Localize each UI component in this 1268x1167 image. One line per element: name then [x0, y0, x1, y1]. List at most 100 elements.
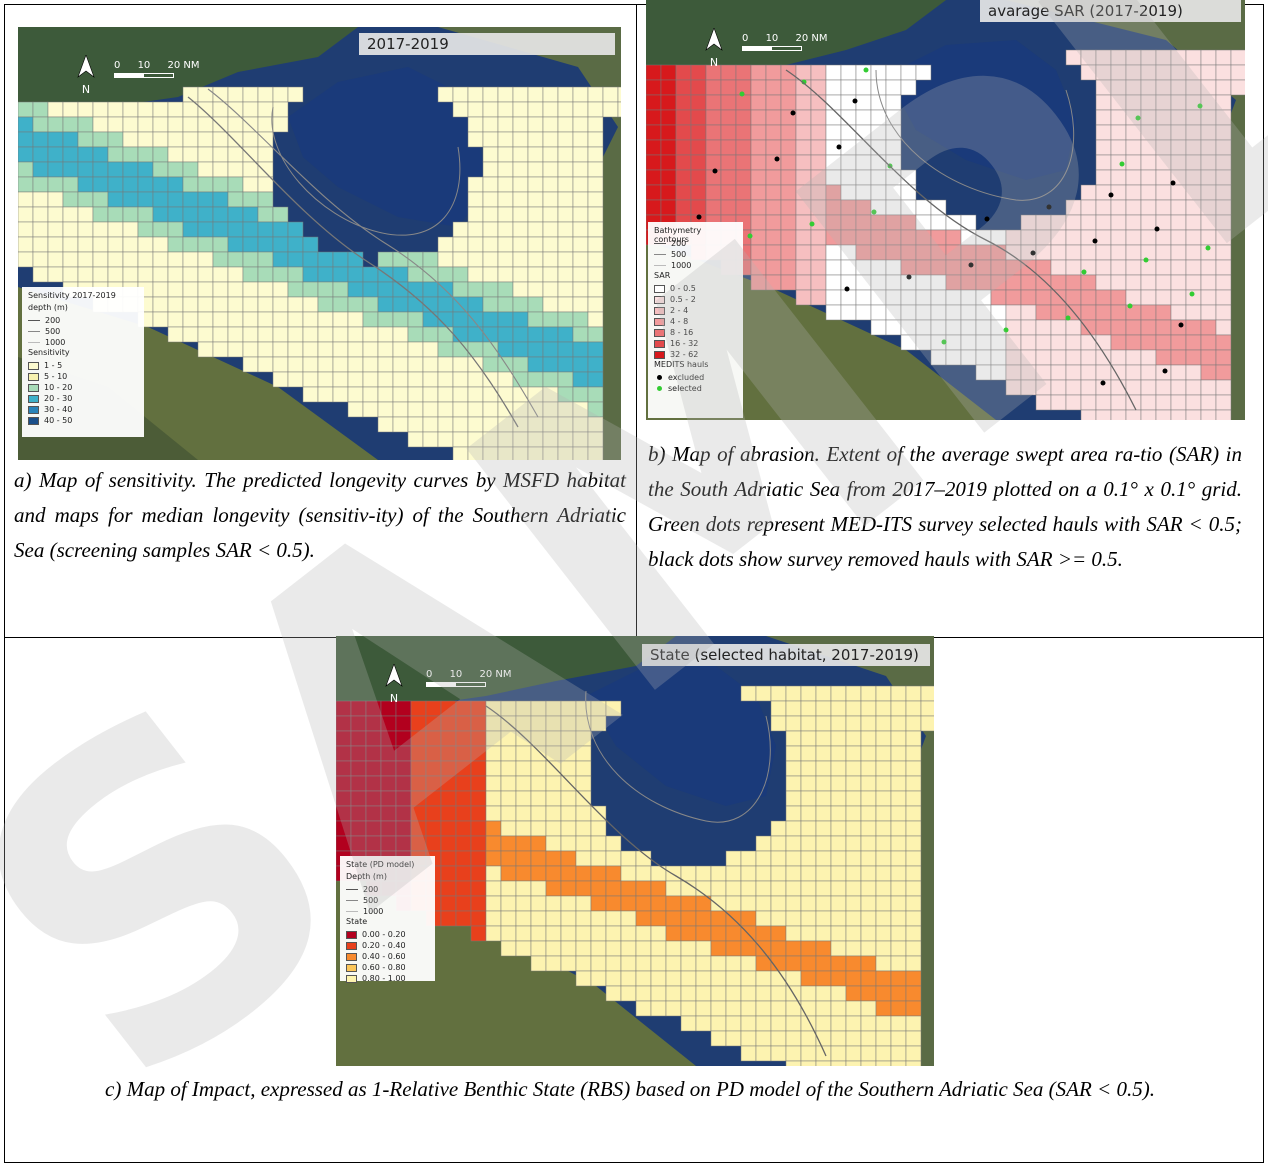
grid-cell	[557, 281, 574, 298]
grid-cell	[590, 910, 607, 927]
grid-cell	[1005, 319, 1022, 336]
grid-cell	[440, 745, 457, 762]
grid-cell	[690, 79, 707, 96]
grid-cell	[750, 199, 767, 216]
legend-swatch	[346, 963, 357, 972]
grid-cell	[527, 311, 544, 328]
grid-cell	[440, 775, 457, 792]
grid-cell	[167, 191, 184, 208]
grid-cell	[720, 139, 737, 156]
grid-cell	[242, 341, 259, 358]
grid-cell	[890, 715, 907, 732]
grid-cell	[152, 251, 169, 268]
grid-cell	[800, 940, 817, 957]
grid-cell	[557, 176, 574, 193]
grid-cell	[1095, 49, 1112, 66]
grid-cell	[197, 236, 214, 253]
grid-cell	[860, 1060, 877, 1066]
grid-cell	[800, 835, 817, 852]
grid-cell	[425, 745, 442, 762]
legend-depth-heading: depth (m)	[28, 303, 68, 312]
legend-class-label: 0.20 - 0.40	[362, 941, 406, 950]
grid-cell	[395, 790, 412, 807]
grid-cell	[32, 251, 49, 268]
grid-cell	[545, 820, 562, 837]
grid-cell	[527, 266, 544, 283]
grid-cell	[900, 169, 917, 186]
grid-cell	[900, 244, 917, 261]
grid-cell	[1140, 49, 1157, 66]
grid-cell	[485, 835, 502, 852]
grid-cell	[810, 169, 827, 186]
grid-cell	[467, 386, 484, 403]
grid-cell	[590, 925, 607, 942]
grid-cell	[587, 341, 604, 358]
grid-cell	[467, 401, 484, 418]
legend-swatch	[654, 328, 665, 337]
grid-cell	[440, 700, 457, 717]
grid-cell	[212, 206, 229, 223]
grid-cell	[1215, 139, 1232, 156]
grid-cell	[425, 760, 442, 777]
grid-cell	[1170, 214, 1187, 231]
grid-cell	[635, 985, 652, 1002]
grid-cell	[800, 715, 817, 732]
caption-c: c) Map of Impact, expressed as 1-Relativ…	[105, 1077, 1155, 1101]
grid-cell	[646, 184, 662, 201]
grid-cell	[572, 266, 589, 283]
grid-cell	[470, 805, 487, 822]
grid-cell	[336, 835, 352, 852]
grid-cell	[347, 311, 364, 328]
scale-label-20: 20 NM	[479, 669, 512, 680]
grid-cell	[572, 236, 589, 253]
grid-cell	[92, 161, 109, 178]
grid-cell	[407, 401, 424, 418]
grid-cell	[860, 745, 877, 762]
grid-cell	[990, 304, 1007, 321]
grid-cell	[830, 1030, 847, 1047]
grid-cell	[1095, 334, 1112, 351]
grid-cell	[646, 94, 662, 111]
grid-cell	[182, 236, 199, 253]
grid-cell	[560, 715, 577, 732]
grid-cell	[47, 116, 64, 133]
grid-cell	[482, 446, 499, 460]
grid-cell	[530, 820, 547, 837]
grid-cell	[350, 790, 367, 807]
grid-cell	[137, 266, 154, 283]
grid-cell	[1185, 319, 1202, 336]
grid-cell	[675, 79, 692, 96]
grid-cell	[587, 206, 604, 223]
legend-bathy-heading: Bathymetry contours	[654, 226, 702, 244]
grid-cell	[1215, 379, 1232, 396]
grid-cell	[575, 760, 592, 777]
grid-cell	[497, 371, 514, 388]
grid-cell	[227, 86, 244, 103]
grid-cell	[1155, 49, 1172, 66]
excluded-haul	[906, 274, 912, 280]
grid-cell	[336, 805, 352, 822]
grid-cell	[470, 790, 487, 807]
grid-cell	[452, 86, 469, 103]
grid-cell	[452, 101, 469, 118]
grid-cell	[167, 161, 184, 178]
grid-cell	[740, 895, 757, 912]
grid-cell	[470, 730, 487, 747]
state-legend: State (PD model) Depth (m) 200 500 1000 …	[340, 856, 435, 983]
legend-sar-heading: SAR	[654, 271, 671, 280]
grid-cell	[1185, 154, 1202, 171]
grid-cell	[482, 431, 499, 448]
grid-cell	[572, 311, 589, 328]
grid-cell	[840, 229, 857, 246]
grid-cell	[905, 700, 922, 717]
grid-cell	[18, 116, 34, 133]
grid-cell	[815, 715, 832, 732]
grid-cell	[467, 371, 484, 388]
grid-cell	[482, 206, 499, 223]
grid-cell	[635, 910, 652, 927]
grid-cell	[885, 79, 902, 96]
grid-cell	[512, 161, 529, 178]
selected-haul	[1081, 269, 1087, 275]
grid-cell	[860, 1015, 877, 1032]
grid-cell	[287, 221, 304, 238]
